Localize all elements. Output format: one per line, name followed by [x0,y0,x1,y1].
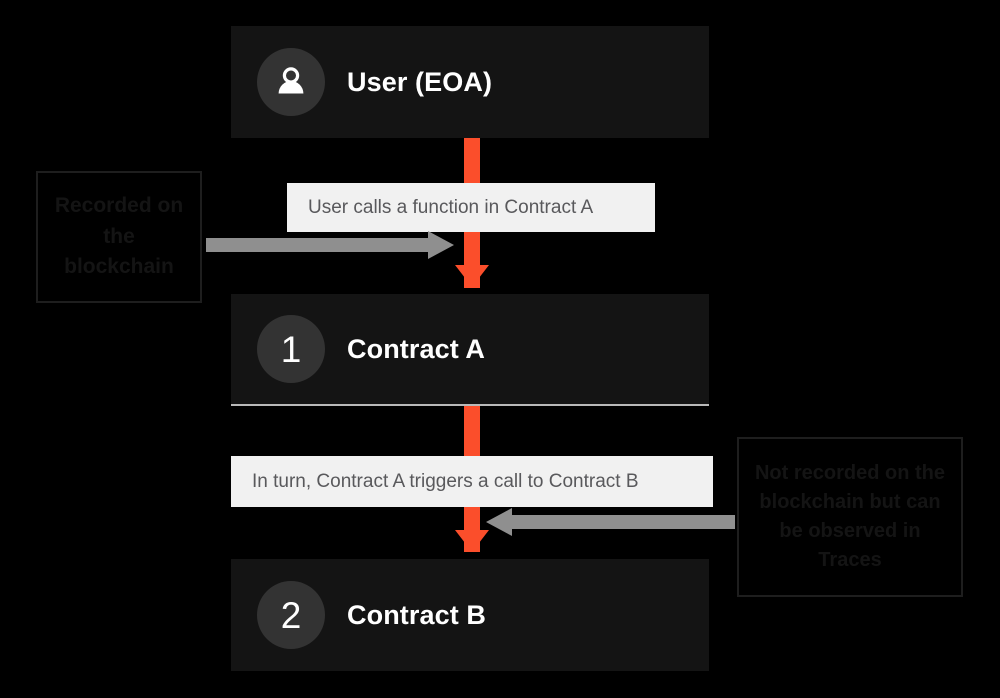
node-user-eoa[interactable]: User (EOA) [231,26,709,138]
annotation-not-recorded-on-blockchain: Not recorded on the blockchain but can b… [737,437,963,597]
step-number-badge: 2 [257,581,325,649]
arrow-shaft [511,515,735,529]
flow-arrowhead-contract-a [455,265,489,287]
node-label: User (EOA) [347,66,493,97]
node-label: Contract A [347,333,486,364]
arrow-head [428,231,454,259]
caption-user-calls-contract-a: User calls a function in Contract A [287,183,655,232]
arrow-shaft [206,238,430,252]
arrow-head [486,508,512,536]
node-label: Contract B [347,599,487,630]
node-contract-b[interactable]: 2 Contract B [231,559,709,671]
annotation-arrow-right-pointing [206,231,454,259]
node-contract-a[interactable]: 1 Contract A [231,294,709,406]
annotation-recorded-on-blockchain: Recorded on the blockchain [36,171,202,303]
user-icon [257,48,325,116]
annotation-arrow-left-pointing [486,508,735,536]
step-number-badge: 1 [257,315,325,383]
caption-contract-a-calls-contract-b: In turn, Contract A triggers a call to C… [231,456,713,507]
flow-arrowhead-contract-b [455,530,489,552]
